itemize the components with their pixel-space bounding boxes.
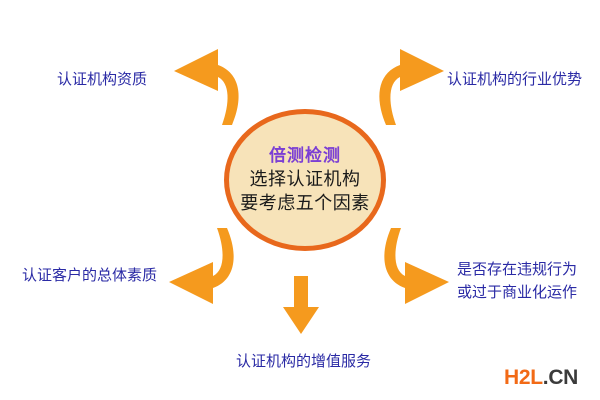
curved-arrow-down-right-icon [371, 226, 463, 313]
branch-label-bottom-right-line-1: 是否存在违规行为 [457, 261, 578, 278]
branch-label-top-right: 认证机构的行业优势 [447, 71, 583, 88]
arrow-down-icon [281, 276, 321, 341]
curved-arrow-up-right-icon [366, 45, 458, 132]
watermark-primary: H2L [504, 366, 543, 389]
center-title-line-2: 要考虑五个因素 [240, 192, 370, 213]
watermark: H2L.CN [504, 366, 578, 390]
branch-label-bottom-center: 认证机构的增值服务 [236, 353, 372, 370]
curved-arrow-up-left-icon [160, 45, 252, 132]
branch-label-top-left: 认证机构资质 [57, 71, 148, 88]
branch-label-bottom-left: 认证客户的总体素质 [22, 267, 158, 284]
center-title-line-1: 选择认证机构 [249, 168, 361, 189]
watermark-suffix: .CN [542, 366, 579, 389]
center-circle: 倍测检测 选择认证机构 要考虑五个因素 [224, 109, 386, 251]
center-brand-text: 倍测检测 [269, 145, 341, 165]
branch-label-bottom-right-line-2: 或过于商业化运作 [457, 284, 578, 302]
branch-label-bottom-right: 是否存在违规行为 或过于商业化运作 [457, 258, 577, 305]
curved-arrow-down-left-icon [155, 226, 247, 313]
